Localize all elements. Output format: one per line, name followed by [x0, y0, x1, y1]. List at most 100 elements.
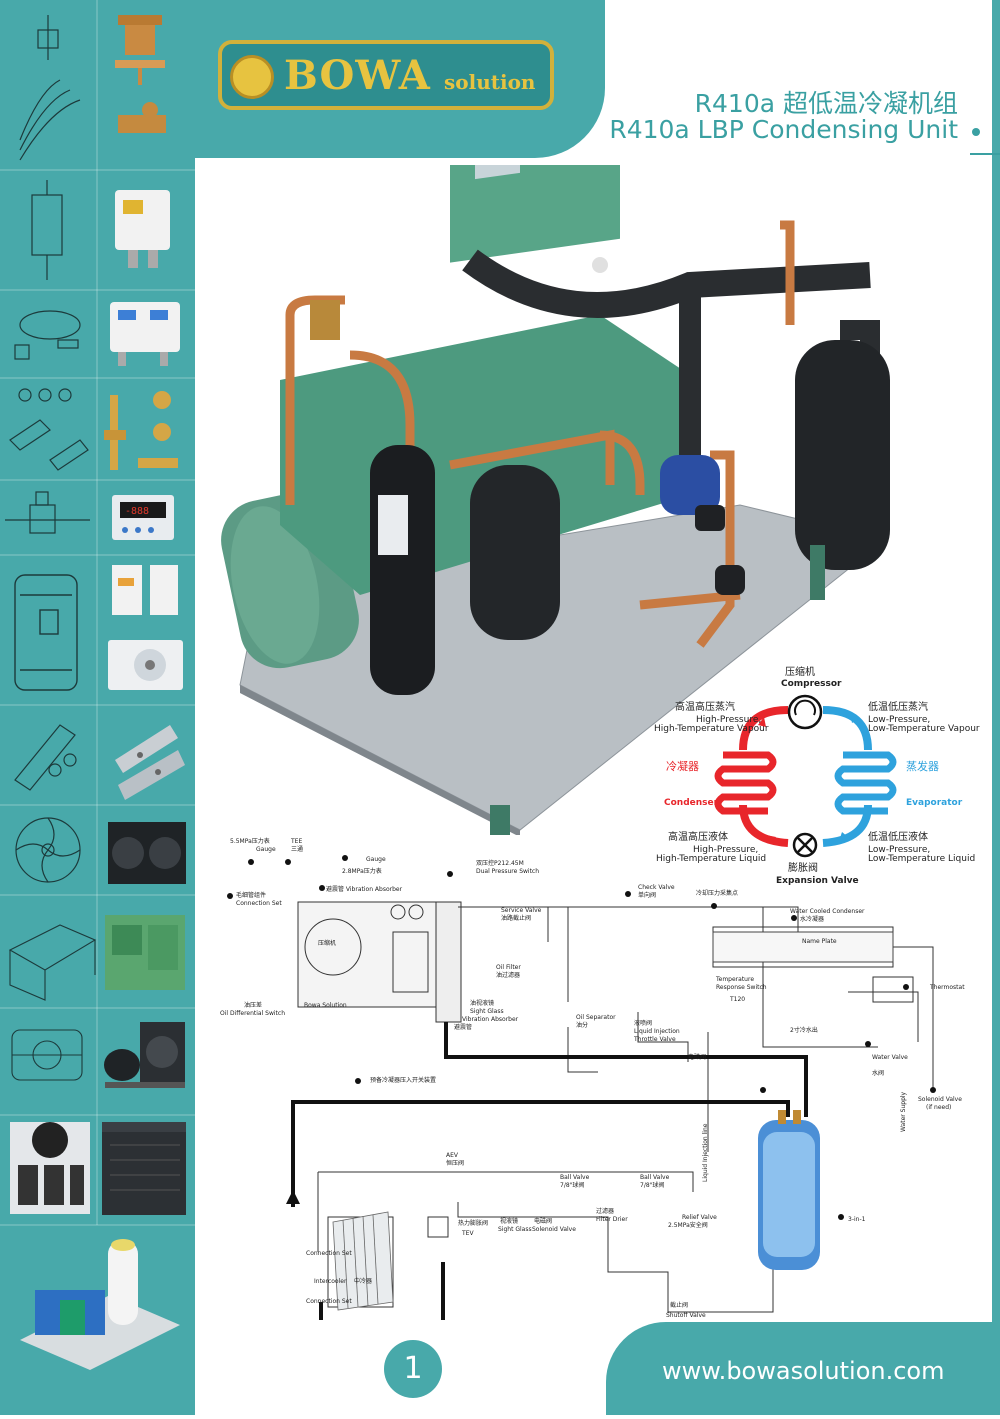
- relief-valve-en-label: Relief Valve: [682, 1214, 717, 1221]
- oil-separator-en-label: Oil Separator: [576, 1014, 616, 1021]
- two-inch-out-label: 2寸冷水出: [790, 1027, 818, 1034]
- water-condenser-en-label: Water Cooled Condenser: [790, 908, 865, 915]
- evaporator-coil: [834, 751, 897, 815]
- shutoff-en-label: Shutoff Valve: [666, 1312, 706, 1319]
- temp-switch-en2-label: Response Switch: [716, 984, 767, 991]
- water-condenser-cn-label: 水冷凝器: [800, 916, 825, 923]
- door-hinge-icon: [115, 725, 185, 800]
- water-supply-label: Water Supply: [900, 1091, 907, 1132]
- hp-vapour-label-en1: High-Pressure,: [696, 715, 762, 725]
- condenser-coil-icon: [108, 822, 186, 884]
- hp-liquid-label-en1: High-Pressure,: [693, 845, 759, 855]
- ball-valve-78-label: 7/8"球阀: [560, 1182, 585, 1189]
- pressure-regulator-sketch-icon: [31, 180, 63, 280]
- page-title-cn: R410a 超低温冷凝机组: [694, 89, 958, 118]
- condenser-coil: [714, 751, 777, 815]
- title-bullet-icon: [972, 128, 980, 136]
- hp-vapour-label-cn: 高温高压蒸汽: [675, 702, 735, 713]
- liquid-injection-en1-label: Liquid Injection: [634, 1028, 680, 1035]
- check-valve-cn-label: 单向阀: [638, 892, 657, 899]
- relief-valve-25-label: 2.5MPa安全阀: [668, 1222, 708, 1229]
- sight-glass-sketch-icon: [9, 388, 89, 471]
- expansion-valve-label-cn: 膨胀阀: [788, 863, 818, 874]
- vibration-absorber-label: 避震管 Vibration Absorber: [326, 886, 403, 893]
- tev-cn-label: 热力膨胀阀: [458, 1220, 489, 1227]
- air-cooled-chiller-icon: [102, 1122, 186, 1215]
- connection-set-b-label: Connection Set: [306, 1298, 352, 1305]
- solenoid-cn-label: 电磁阀: [688, 1054, 707, 1061]
- lp-vapour-label-cn: 低温低压蒸汽: [868, 702, 928, 713]
- ball-valve-sketch-icon: [5, 491, 90, 534]
- piping-schematic: 5.5MPa压力表 Gauge TEE 三通 Gauge 2.8MPa压力表 双…: [218, 832, 966, 1320]
- dual-switch-en-label: Dual Pressure Switch: [476, 868, 540, 875]
- hp-liquid-label-en2: High-Temperature Liquid: [656, 854, 767, 864]
- dual-pressure-switch-icon: [110, 302, 180, 366]
- t120-label: T120: [730, 996, 746, 1003]
- shutoff-cn-label: 截止阀: [670, 1302, 689, 1309]
- liquid-injection-en2-label: Throttle Valve: [634, 1036, 676, 1043]
- page-title-en: R410a LBP Condensing Unit: [609, 115, 958, 144]
- aev-cn-label: 恒压阀: [446, 1160, 465, 1167]
- liquid-line-label: Liquid Injection line: [702, 1123, 709, 1182]
- name-plate-label: Name Plate: [802, 938, 837, 945]
- solenoid2-cn-label: 电磁阀: [534, 1218, 553, 1225]
- lp-liquid-label-en2: Low-Temperature Liquid: [868, 854, 976, 864]
- ball-valve2-en-label: Ball Valve: [640, 1174, 670, 1181]
- page-number: 1: [384, 1340, 442, 1398]
- oil-filter-cn-label: 油过滤器: [496, 972, 521, 979]
- oil-diff-cn-label: 油压差: [244, 1002, 263, 1009]
- sight-glass-en-label: Sight Glass: [470, 1008, 504, 1015]
- condenser-label-cn: 冷凝器: [666, 760, 699, 773]
- liquid-injection-cn-label: 液喷阀: [634, 1020, 653, 1027]
- oil-separator-cn-label: 油分: [576, 1022, 589, 1029]
- filter-en-label: Filter Drier: [596, 1216, 628, 1223]
- svg-text:-888: -888: [125, 506, 149, 517]
- hp-liquid-label-cn: 高温高压液体: [668, 832, 728, 843]
- fan-sketch-icon: [15, 817, 81, 883]
- connection-set-en-label: Connection Set: [236, 900, 282, 907]
- pre-cool-label: 预备冷凝器压入开关装置: [370, 1077, 437, 1084]
- hp-vapour-label-en2: High-Temperature Vapour: [654, 724, 769, 734]
- footer-band: [606, 1322, 1000, 1415]
- compressor-label-cn: 压缩机: [785, 667, 815, 678]
- title-rule: [970, 153, 1000, 155]
- ball-valve-en-label: Ball Valve: [560, 1174, 590, 1181]
- connection-set-a-label: Connection Set: [306, 1250, 352, 1257]
- handle-sketch-icon: [14, 724, 77, 791]
- website-url[interactable]: www.bowasolution.com: [662, 1357, 945, 1385]
- relay-modules-icon: [112, 565, 178, 615]
- temp-switch-en1-label: Temperature: [716, 976, 755, 983]
- aev-label: AEV: [446, 1152, 458, 1159]
- ball-valve2-78-label: 7/8"球阀: [640, 1182, 665, 1189]
- solenoid-valve-en-label: Solenoid Valve: [918, 1096, 962, 1103]
- gauge-label: Gauge: [366, 856, 386, 863]
- lp-vapour-label-en2: Low-Temperature Vapour: [868, 724, 980, 734]
- thermostat-label: Thermostat: [930, 984, 965, 991]
- oil-filter-en-label: Oil Filter: [496, 964, 521, 971]
- cycle-loop-graphic: [714, 694, 897, 858]
- gauge-55-en-label: Gauge: [256, 846, 276, 853]
- box-condenser-icon: [10, 1122, 90, 1214]
- gauge-28-label: 2.8MPa压力表: [342, 868, 382, 875]
- water-valve-cn-label: 水阀: [872, 1070, 885, 1077]
- brand-emblem-icon: [230, 55, 274, 99]
- connection-set-cn-label: 毛细管组件: [236, 892, 267, 899]
- sight-glass-cn-label: 油视液镜: [470, 1000, 495, 1007]
- condenser-label-en: Condenser: [664, 798, 719, 808]
- product-sidebar: -888: [0, 0, 195, 1415]
- condensing-unit-sketch-icon: [8, 924, 97, 1001]
- intercooler-cn-label: 中冷器: [354, 1278, 373, 1285]
- temperature-controller-icon: -888: [112, 495, 174, 540]
- vibration-cn-label: 避震管: [454, 1024, 473, 1031]
- brand-name: BOWA: [284, 52, 431, 99]
- three-in-one-label: 3-in-1: [848, 1216, 866, 1223]
- condensing-unit-photo: [221, 165, 890, 835]
- if-need-label: (if need): [926, 1104, 952, 1111]
- service-valve-cn-label: 油路截止阀: [501, 915, 532, 922]
- service-valve-en-label: Service Valve: [501, 907, 542, 914]
- motor-sketch-icon: [11, 1029, 83, 1081]
- cold-point-label: 冷却压力采集点: [696, 890, 739, 897]
- capillary-tube-sketch-icon: [14, 310, 81, 360]
- brand-suffix: solution: [444, 70, 536, 94]
- tee-cn-label: 三通: [291, 846, 304, 853]
